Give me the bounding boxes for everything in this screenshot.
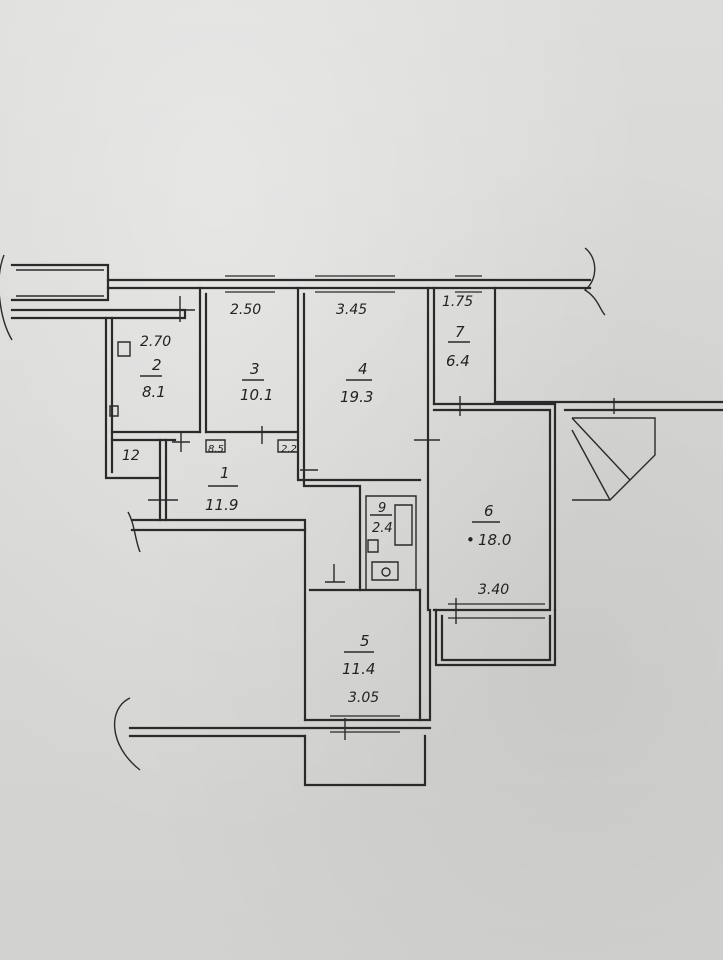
room-4-number: 4 (358, 360, 368, 378)
right-shaft (571, 417, 656, 501)
dim-room-7-width: 1.75 (442, 294, 473, 310)
left-break-arrow (113, 511, 141, 771)
door-marks (109, 296, 615, 740)
room-6-area-dot: • (466, 531, 475, 549)
room-2-area: 8.1 (142, 383, 166, 401)
room-9-number: 9 (378, 501, 386, 516)
room-partitions (110, 286, 557, 787)
room-7-area: 6.4 (446, 352, 470, 370)
room-7-number: 7 (455, 323, 465, 341)
room-3-number: 3 (250, 360, 260, 378)
room-5-area: 11.4 (342, 660, 375, 678)
dim-closet-right: 2.2 (281, 444, 297, 455)
room-label-2: 2 8.1 (140, 356, 166, 401)
room-4-area: 19.3 (340, 388, 373, 406)
room-label-4: 4 19.3 (340, 360, 373, 406)
room-5-number: 5 (360, 632, 370, 650)
room-label-9: 9 2.4 (370, 501, 393, 536)
room-6-area: 18.0 (478, 531, 511, 549)
room-1-number: 1 (220, 464, 230, 482)
room-2-number: 2 (152, 356, 162, 374)
room-1-area: 11.9 (205, 496, 238, 514)
room-label-6: 6 • 18.0 (466, 502, 511, 549)
lower-windows (330, 603, 545, 733)
room-label-3: 3 10.1 (240, 360, 273, 404)
left-balcony (0, 254, 110, 341)
dim-corridor: 12 (122, 448, 140, 464)
top-windows (225, 275, 482, 293)
outer-walls (10, 247, 723, 480)
dim-closet-left: 8.5 (208, 444, 224, 455)
dim-room-5-width: 3.05 (348, 690, 379, 706)
room-label-7: 7 6.4 (446, 323, 470, 370)
dim-room-2-width: 2.70 (140, 334, 171, 350)
dim-room-6-width: 3.40 (478, 582, 509, 598)
room-9-area: 2.4 (372, 521, 393, 536)
room-label-1: 1 11.9 (205, 464, 238, 514)
room-label-5: 5 11.4 (342, 632, 375, 678)
dim-room-3-width: 2.50 (230, 302, 261, 318)
room-3-area: 10.1 (240, 386, 273, 404)
room-6-number: 6 (484, 502, 494, 520)
dim-room-4-width: 3.45 (336, 302, 367, 318)
